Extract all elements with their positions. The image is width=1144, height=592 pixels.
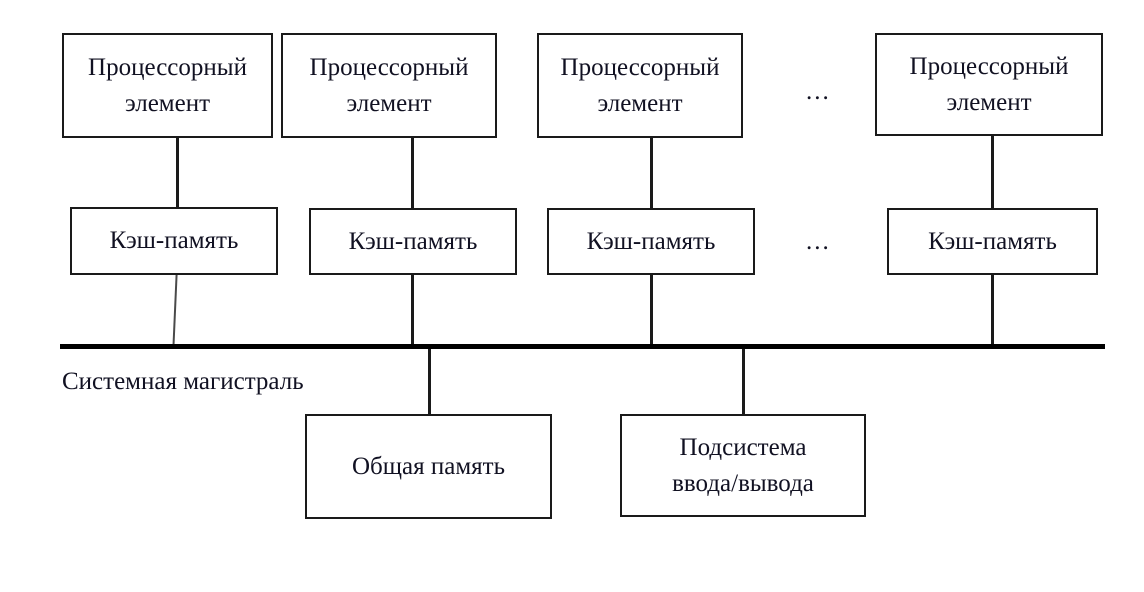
cache-memory-2[interactable]: Кэш-память (309, 208, 517, 275)
io-subsystem-line2: ввода/вывода (672, 469, 814, 497)
io-subsystem-box[interactable]: Подсистема ввода/вывода (620, 414, 866, 517)
cache-memory-1[interactable]: Кэш-память (70, 207, 278, 275)
processor-element-3[interactable]: Процессорный элемент (537, 33, 743, 138)
cache-row-ellipsis: ... (806, 228, 831, 255)
connector-cache-2-to-bus (411, 275, 414, 347)
connector-cache-1-to-bus (172, 275, 178, 347)
cache-memory-4-label: Кэш-память (928, 227, 1057, 255)
processor-element-3-line2: элемент (597, 89, 683, 117)
cache-memory-2-label: Кэш-память (348, 227, 478, 255)
cache-memory-3[interactable]: Кэш-память (547, 208, 755, 275)
connector-cache-4-to-bus (991, 275, 994, 347)
processor-element-2-line2: элемент (346, 89, 432, 117)
processor-element-4[interactable]: Процессорный элемент (875, 33, 1103, 136)
processor-element-4-line1: Процессорный (909, 53, 1069, 80)
system-bus-label: Системная магистраль (62, 368, 304, 395)
connector-processor-2-to-cache-2 (411, 136, 414, 209)
processor-element-1-line1: Процессорный (88, 54, 247, 81)
shared-memory-box[interactable]: Общая память (305, 414, 552, 519)
connector-bus-to-io-subsystem (742, 348, 745, 416)
processor-element-2[interactable]: Процессорный элемент (281, 33, 497, 138)
processor-element-1-line2: элемент (124, 89, 211, 117)
connector-bus-to-shared-memory (428, 348, 431, 416)
shared-memory-label: Общая память (352, 452, 505, 480)
connector-processor-4-to-cache-4 (991, 134, 994, 208)
io-subsystem-line1: Подсистема (679, 434, 807, 461)
system-bus-line (60, 344, 1105, 349)
cache-memory-3-label: Кэш-память (586, 227, 716, 255)
connector-processor-1-to-cache-1 (176, 136, 179, 209)
cache-memory-4[interactable]: Кэш-память (887, 208, 1098, 275)
connector-processor-3-to-cache-3 (650, 136, 653, 209)
processor-element-3-line1: Процессорный (560, 54, 720, 81)
cache-memory-1-label: Кэш-память (109, 227, 239, 255)
connector-cache-3-to-bus (650, 275, 653, 347)
processor-element-1[interactable]: Процессорный элемент (62, 33, 273, 138)
processor-element-4-line2: элемент (946, 88, 1032, 116)
processor-row-ellipsis: ... (806, 78, 831, 105)
processor-element-2-line1: Процессорный (309, 54, 469, 81)
